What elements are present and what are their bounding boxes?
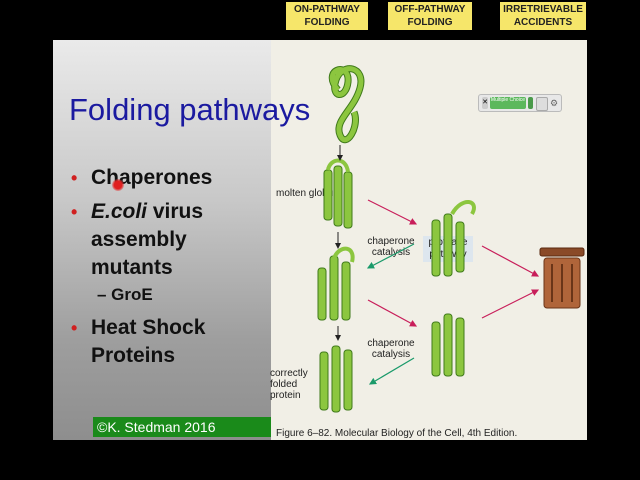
gear-icon[interactable]: ⚙ (549, 98, 559, 108)
molten-globule-protein (323, 158, 353, 229)
laser-pointer (112, 179, 124, 191)
dropdown-icon[interactable] (528, 97, 533, 109)
header-irretrievable: IRRETRIEVABLE ACCIDENTS (500, 2, 586, 30)
bullet-chaperones: •Chaperones (71, 164, 271, 192)
bullet-heat-shock: •Heat Shock Proteins (71, 316, 206, 367)
bullet-ecoli: •E.coli virus assembly mutants (71, 200, 204, 279)
bullet-dot: • (71, 168, 78, 188)
label-chaperone-2: chaperone catalysis (367, 338, 415, 360)
folded-protein (319, 345, 353, 413)
bullet-dot: • (71, 318, 78, 338)
slide-title: Folding pathways (69, 92, 311, 127)
trash-can-icon (539, 247, 585, 309)
label-chaperone-1: chaperone catalysis (367, 236, 415, 258)
ecoli-italic: E.coli (91, 200, 148, 223)
label-molten-globule: molten globule (276, 188, 342, 199)
poll-widget[interactable]: ✕ Multiple Choice ⚙ (478, 94, 562, 112)
chart-icon[interactable] (536, 97, 548, 111)
bullet-dot: • (71, 202, 78, 222)
label-folded-protein: correctly folded protein (270, 368, 308, 401)
off-pathway-protein-1 (431, 200, 476, 277)
intermediate-protein (317, 246, 355, 321)
off-pathway-protein-2 (431, 313, 465, 377)
header-off-pathway: OFF-PATHWAY FOLDING (388, 2, 472, 30)
bullet-list: •Chaperones •E.coli virus assembly mutan… (71, 164, 271, 376)
close-icon[interactable]: ✕ (482, 97, 488, 109)
header-on-pathway: ON-PATHWAY FOLDING (286, 2, 368, 30)
figure-caption: Figure 6–82. Molecular Biology of the Ce… (276, 428, 518, 439)
slide-left-panel (53, 40, 271, 440)
play-poll-button[interactable]: Multiple Choice (490, 97, 526, 109)
copyright-banner: ©K. Stedman 2016 (93, 417, 271, 437)
sub-bullet-groe: – GroE (97, 285, 153, 304)
